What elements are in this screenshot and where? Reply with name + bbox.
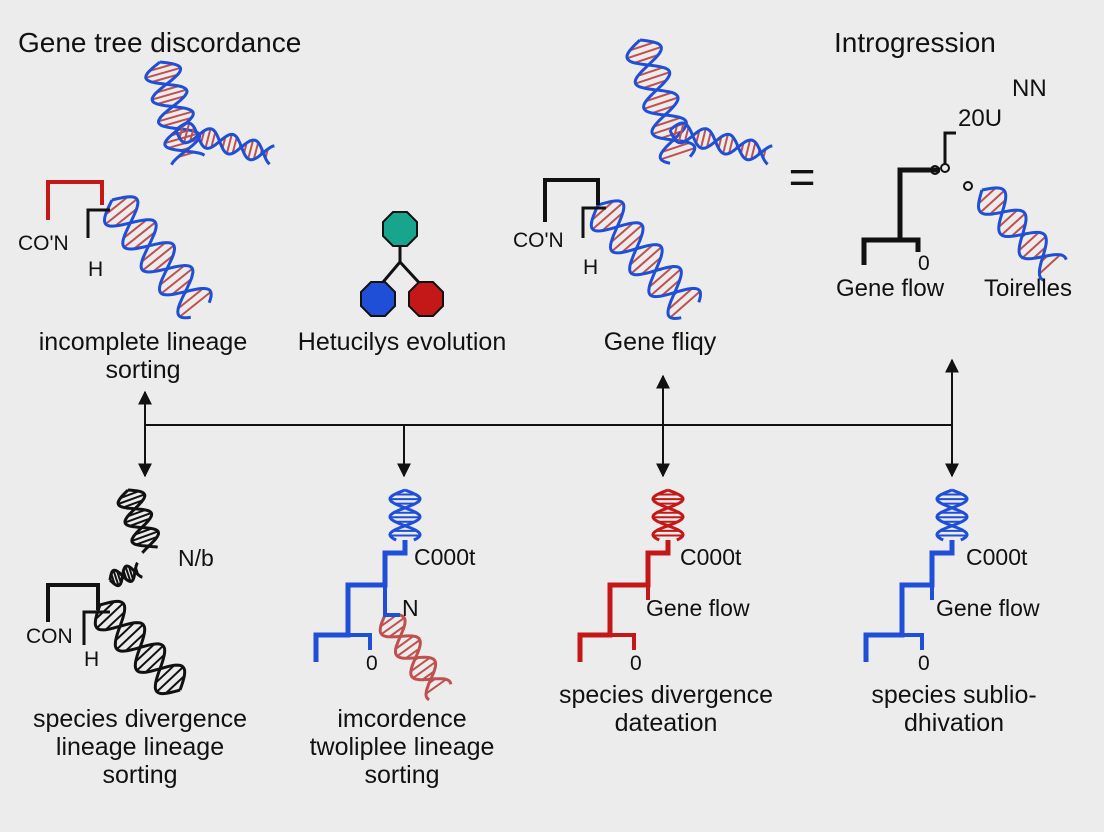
panel-hybrid-evolution: Hetucilys evolution	[298, 211, 506, 356]
dna-helix-icon	[935, 488, 969, 542]
red-node-icon	[408, 281, 444, 317]
dna-helix-icon	[388, 488, 422, 542]
bottom-panel-species-subliodhivation: C000t Gene flow 0 species sublio- dhivat…	[863, 488, 1040, 737]
blue-node-icon	[360, 281, 396, 317]
label-20u: 20U	[958, 105, 1002, 132]
caption-line: species divergence	[559, 681, 773, 709]
tree-sub-label: H	[583, 256, 598, 279]
zero-label: 0	[630, 652, 642, 675]
caption-line: species sublio-	[871, 681, 1036, 709]
tree-branch	[543, 178, 600, 222]
bottom-panel-species-divergence-dateation: C000t Gene flow 0 species divergence dat…	[559, 488, 773, 737]
dna-helix-icon	[651, 488, 685, 542]
dna-helix-icon	[625, 38, 697, 165]
dna-helix-icon	[116, 488, 161, 554]
red-tree-branch	[46, 180, 104, 220]
tree-branch	[581, 206, 606, 238]
dna-helix-icon	[589, 199, 703, 321]
zero-label: 0	[366, 652, 378, 675]
tree-label: CO'N	[18, 232, 69, 255]
dna-helix-icon	[144, 60, 206, 166]
label-gene-flow: Gene flow	[836, 275, 945, 302]
label-a: C000t	[414, 544, 476, 570]
dna-helix-icon	[108, 561, 143, 588]
tree-branch	[46, 583, 100, 622]
tree-branch	[897, 167, 940, 238]
caption-line: lineage lineage	[56, 733, 224, 761]
label-b: N	[402, 595, 419, 621]
dna-helix-icon	[93, 599, 187, 696]
label-a: C000t	[680, 544, 742, 570]
caption-line: species divergence	[33, 705, 247, 733]
label-b: Gene flow	[646, 595, 750, 621]
tree-label: CO'N	[513, 229, 564, 252]
label-a: C000t	[966, 544, 1028, 570]
tree-sub-label: H	[88, 258, 103, 281]
teal-node-icon	[382, 211, 418, 247]
caption-line: sorting	[102, 761, 177, 789]
equals-sign: =	[789, 151, 816, 203]
label-toirelles: Toirelles	[984, 275, 1072, 302]
panel-introgression: NN 20U 0 Gene flow Toirelles	[836, 75, 1072, 302]
caption-line: sorting	[364, 761, 439, 789]
caption-line: dateation	[615, 709, 718, 737]
blue-tree-branch	[313, 540, 408, 662]
tree-sub-label: H	[84, 648, 99, 671]
caption-line-2: sorting	[105, 356, 180, 384]
tree-branch	[86, 208, 110, 238]
caption-line: twoliplee lineage	[310, 733, 495, 761]
bottom-panel-species-divergence: N/b CON H species divergence lineage lin…	[26, 488, 247, 789]
caption-line: dhivation	[904, 709, 1004, 737]
caption-line: imcordence	[337, 705, 466, 733]
title-gene-tree-discordance: Gene tree discordance	[18, 27, 301, 58]
blue-tree-branch	[863, 540, 955, 662]
dna-helix-icon	[976, 186, 1068, 282]
label-b: Gene flow	[936, 595, 1040, 621]
dna-helix-icon	[378, 613, 453, 702]
tree-branch	[861, 237, 921, 265]
caption-line-1: incomplete lineage	[39, 328, 247, 356]
tree-branch	[82, 610, 110, 645]
dna-helix-icon	[102, 195, 213, 320]
bottom-panel-imcordence: C000t N 0 imcordence twoliplee lineage s…	[310, 488, 495, 789]
label-a: N/b	[178, 545, 214, 571]
tree-label: CON	[26, 625, 73, 648]
red-tree-branch	[577, 540, 671, 662]
caption: Gene fliqy	[604, 328, 717, 356]
dna-helix-icon	[174, 121, 275, 166]
zero-label: 0	[918, 652, 930, 675]
dna-helix-icon	[668, 121, 773, 166]
panel-incomplete-lineage-sorting: CO'N H incomplete lineage sorting	[18, 60, 275, 384]
panel-gene-flow: CO'N H Gene fliqy	[513, 38, 773, 356]
caption: Hetucilys evolution	[298, 328, 506, 356]
zero-label: 0	[918, 252, 930, 275]
label-nn: NN	[1012, 75, 1047, 102]
title-introgression: Introgression	[834, 27, 996, 58]
connector-network	[138, 358, 959, 478]
